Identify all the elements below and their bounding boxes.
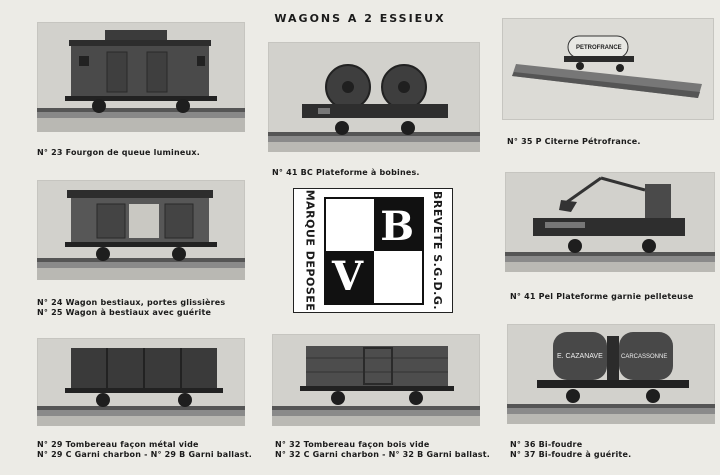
- wagon-photo-bobines: [268, 42, 480, 152]
- tombereau-metal-illustration: [37, 348, 245, 426]
- wagon-photo-citerne: PETROFRANCE: [502, 18, 714, 120]
- wagon-photo-tombereau-bois: [272, 334, 480, 426]
- page-title: WAGONS A 2 ESSIEUX: [274, 12, 446, 25]
- caption-bobines: N° 41 BC Plateforme à bobines.: [272, 168, 420, 177]
- fourgon-illustration: [37, 30, 245, 132]
- caption-pelleteuse: N° 41 Pel Plateforme garnie pelleteuse: [510, 292, 694, 301]
- logo-letter-b: B: [380, 203, 414, 250]
- bifoudre-label-left: E. CAZANAVE: [557, 353, 603, 360]
- logo-letter-v: V: [332, 253, 364, 300]
- caption-bestiaux-1: N° 24 Wagon bestiaux, portes glissières: [37, 298, 226, 307]
- citerne-illustration: PETROFRANCE: [512, 35, 702, 98]
- logo-right-text: BREVETE S.G.D.G.: [431, 190, 445, 311]
- logo-checker: B V: [324, 197, 424, 305]
- citerne-label: PETROFRANCE: [576, 45, 622, 51]
- pelleteuse-illustration: [505, 176, 715, 272]
- wagon-photo-fourgon: [37, 22, 245, 132]
- bobines-illustration: [268, 64, 480, 152]
- bifoudre-illustration: E. CAZANAVE CARCASSONNE: [507, 332, 715, 424]
- caption-tombereau-metal-2: N° 29 C Garni charbon - N° 29 B Garni ba…: [37, 450, 253, 459]
- caption-tombereau-bois-1: N° 32 Tombereau façon bois vide: [275, 440, 430, 449]
- caption-bestiaux-2: N° 25 Wagon à bestiaux avec guérite: [37, 308, 212, 317]
- bestiaux-illustration: [37, 190, 245, 280]
- wagon-photo-tombereau-metal: [37, 338, 245, 426]
- wagon-photo-bifoudre: E. CAZANAVE CARCASSONNE: [507, 324, 715, 424]
- caption-fourgon: N° 23 Fourgon de queue lumineux.: [37, 148, 201, 157]
- wagon-photo-pelleteuse: [505, 172, 715, 272]
- caption-tombereau-metal-1: N° 29 Tombereau façon métal vide: [37, 440, 199, 449]
- trademark-logo: MARQUE DEPOSEE B V BREVETE S.G.D.G.: [293, 188, 453, 313]
- caption-bifoudre-2: N° 37 Bi-foudre à guérite.: [510, 450, 632, 459]
- caption-citerne: N° 35 P Citerne Pétrofrance.: [507, 137, 641, 146]
- bifoudre-label-right: CARCASSONNE: [621, 354, 667, 360]
- logo-left-text: MARQUE DEPOSEE: [303, 189, 317, 312]
- caption-tombereau-bois-2: N° 32 C Garni charbon - N° 32 B Garni ba…: [275, 450, 491, 459]
- caption-bifoudre-1: N° 36 Bi-foudre: [510, 440, 583, 449]
- tombereau-bois-illustration: [272, 346, 480, 426]
- wagon-photo-bestiaux: [37, 180, 245, 280]
